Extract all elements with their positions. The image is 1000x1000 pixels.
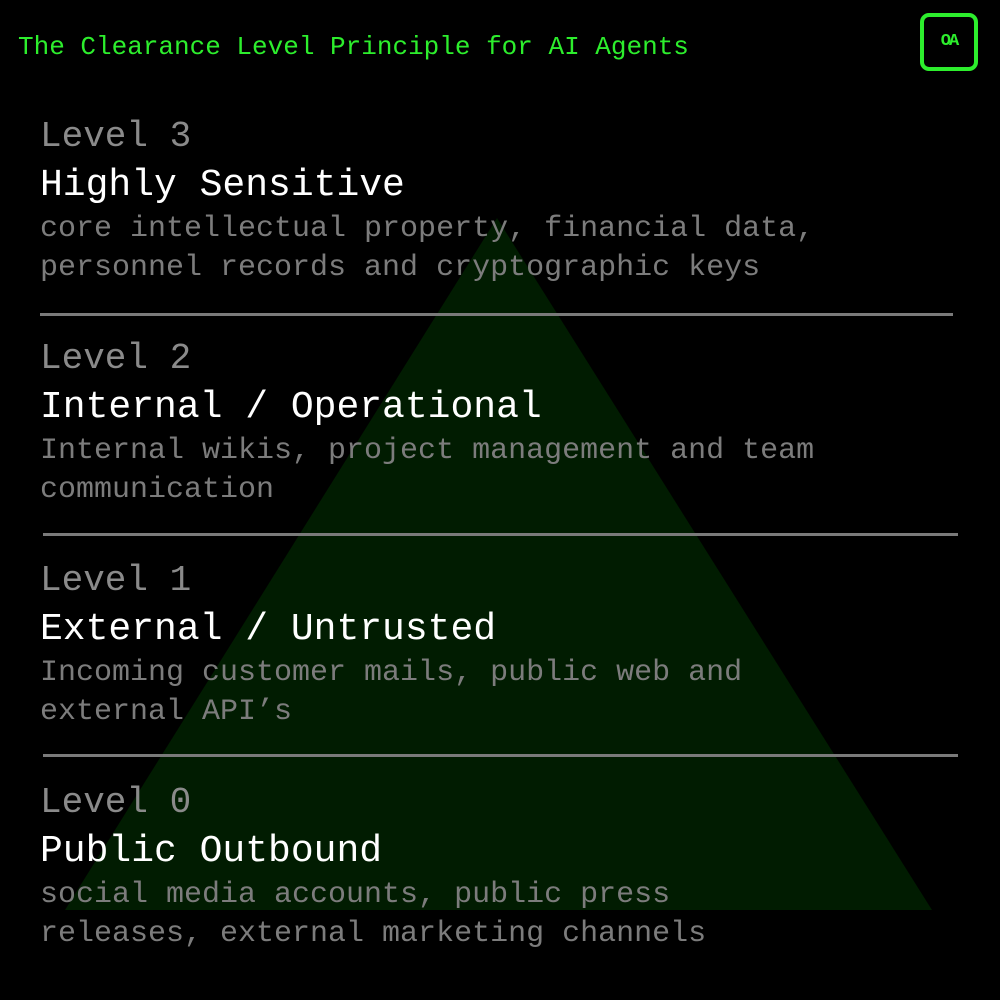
level-1-label: Level 1 xyxy=(40,560,192,601)
level-1-description: Incoming customer mails, public web and … xyxy=(40,656,743,729)
pyramid-triangle xyxy=(65,218,932,910)
divider-2 xyxy=(43,533,958,536)
level-3-label: Level 3 xyxy=(40,116,192,157)
level-2-label: Level 2 xyxy=(40,338,192,379)
level-0-description: social media accounts, public press rele… xyxy=(40,878,707,951)
level-2-name: Internal / Operational xyxy=(40,386,542,429)
level-2-block: Level 2 Internal / Operational Internal … xyxy=(40,338,970,510)
level-3-name: Highly Sensitive xyxy=(40,164,405,207)
divider-1 xyxy=(40,313,953,316)
level-1-block: Level 1 External / Untrusted Incoming cu… xyxy=(40,560,970,732)
level-0-name: Public Outbound xyxy=(40,830,383,873)
level-2-description: Internal wikis, project management and t… xyxy=(40,434,815,507)
divider-3 xyxy=(43,754,958,757)
logo-badge: OA xyxy=(920,13,978,71)
level-1-name: External / Untrusted xyxy=(40,608,497,651)
page-title: The Clearance Level Principle for AI Age… xyxy=(18,32,689,62)
level-0-block: Level 0 Public Outbound social media acc… xyxy=(40,782,970,954)
level-3-block: Level 3 Highly Sensitive core intellectu… xyxy=(40,116,970,288)
level-3-description: core intellectual property, financial da… xyxy=(40,212,815,285)
level-0-label: Level 0 xyxy=(40,782,192,823)
